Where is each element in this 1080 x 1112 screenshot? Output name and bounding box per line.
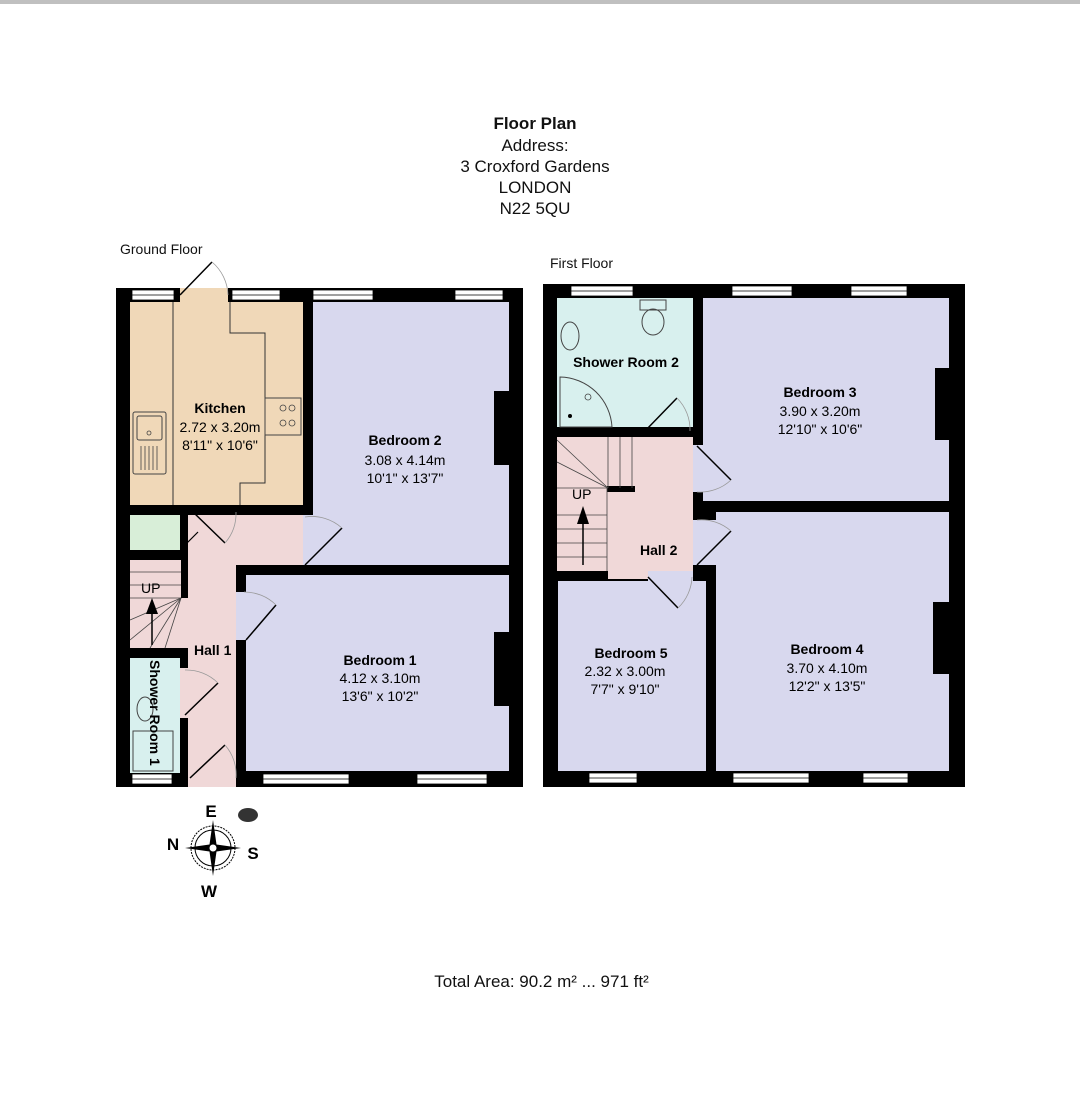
compass-marker — [238, 808, 258, 822]
bedroom-4-metric: 3.70 x 4.10m — [787, 660, 868, 676]
bedroom-5-imperial: 7'7" x 9'10" — [591, 681, 660, 697]
first-stairs-up-label: UP — [572, 486, 591, 502]
kitchen-metric: 2.72 x 3.20m — [180, 419, 261, 435]
stairs-up-arrow-icon — [577, 506, 589, 524]
bedroom-1-floor — [246, 575, 509, 771]
bedroom-5-metric: 2.32 x 3.00m — [585, 663, 666, 679]
bedroom-3-imperial: 12'10" x 10'6" — [778, 421, 863, 437]
compass-west-label: W — [201, 882, 218, 901]
front-door[interactable] — [189, 744, 226, 779]
bedroom-3-floor — [703, 298, 949, 501]
kitchen-imperial: 8'11" x 10'6" — [182, 437, 258, 453]
cupboard-door[interactable] — [182, 531, 199, 548]
hall-1-floor — [188, 515, 236, 785]
address-line-3: N22 5QU — [499, 199, 571, 218]
ground-stairs-up-label: UP — [141, 580, 160, 596]
bedroom-1-door[interactable] — [245, 604, 277, 641]
bedroom-3-metric: 3.90 x 3.20m — [780, 403, 861, 419]
address-line-2: LONDON — [498, 178, 572, 197]
bedroom-3-label: Bedroom 3 — [783, 384, 856, 400]
compass-rose-icon: E N S W — [167, 802, 259, 901]
address-label: Address: — [501, 136, 569, 155]
bedroom-2-floor — [313, 302, 509, 565]
compass-north-label: N — [167, 835, 179, 854]
title-block: Floor Plan Address: 3 Croxford Gardens L… — [0, 113, 1070, 219]
shower-room-1-door[interactable] — [184, 682, 219, 716]
hall-2-label: Hall 2 — [640, 542, 678, 558]
shower-tray-icon — [559, 376, 613, 428]
sink-icon — [132, 411, 167, 475]
bedroom-1-metric: 4.12 x 3.10m — [340, 670, 421, 686]
ground-windows — [131, 289, 504, 785]
total-area: Total Area: 90.2 m² ... 971 ft² — [434, 972, 649, 991]
bedroom-5-label: Bedroom 5 — [594, 645, 667, 661]
chimney-breast — [494, 632, 509, 706]
address-line-1: 3 Croxford Gardens — [460, 157, 610, 176]
compass-east-label: E — [205, 802, 216, 821]
hall-1-label: Hall 1 — [194, 642, 232, 658]
kitchen-label: Kitchen — [194, 400, 245, 416]
back-door-opening — [180, 288, 228, 302]
back-door[interactable] — [179, 261, 213, 296]
toilet-icon — [639, 299, 667, 336]
page-title: Floor Plan — [493, 114, 577, 133]
ground-floor-label: Ground Floor — [120, 241, 203, 257]
bedroom-2-door[interactable] — [304, 527, 343, 566]
chimney-breast — [933, 602, 949, 674]
ground-floor-plan: UP Shower Room 1 Kitchen 2.72 — [116, 261, 523, 787]
first-floor-plan: Shower Room 2 UP Hall 2 Bedroom 3 3 — [543, 284, 965, 787]
bedroom-5-floor — [558, 581, 706, 771]
bedroom-2-metric: 3.08 x 4.14m — [365, 452, 446, 468]
bedroom-2-label: Bedroom 2 — [368, 432, 441, 448]
hob-icon — [264, 397, 302, 436]
bedroom-4-imperial: 12'2" x 13'5" — [789, 678, 866, 694]
bedroom-3-door[interactable] — [696, 445, 732, 481]
shower-room-1-label: Shower Room 1 — [147, 660, 163, 766]
bedroom-4-floor — [716, 512, 949, 771]
bedroom-1-imperial: 13'6" x 10'2" — [342, 688, 419, 704]
basin-icon — [560, 321, 580, 351]
back-door-swing — [211, 261, 229, 296]
shower-room-2-label: Shower Room 2 — [573, 354, 679, 370]
first-windows — [570, 285, 909, 784]
chimney-breast — [935, 368, 949, 440]
kitchen-door[interactable] — [192, 511, 226, 544]
bedroom-5-door[interactable] — [647, 576, 679, 609]
top-border — [0, 0, 1080, 4]
bedroom-4-door[interactable] — [696, 530, 732, 566]
cupboard-floor — [130, 515, 180, 550]
stairs-up-arrow-icon — [146, 598, 158, 614]
bedroom-2-imperial: 10'1" x 13'7" — [367, 470, 444, 486]
toilet-icon — [136, 696, 154, 722]
chimney-breast — [494, 391, 509, 465]
shower-tray-icon — [132, 730, 174, 772]
bedroom-4-label: Bedroom 4 — [790, 641, 863, 657]
shower-room-2-door[interactable] — [644, 397, 678, 432]
compass-south-label: S — [247, 844, 258, 863]
bedroom-1-label: Bedroom 1 — [343, 652, 416, 668]
first-floor-label: First Floor — [550, 255, 613, 271]
